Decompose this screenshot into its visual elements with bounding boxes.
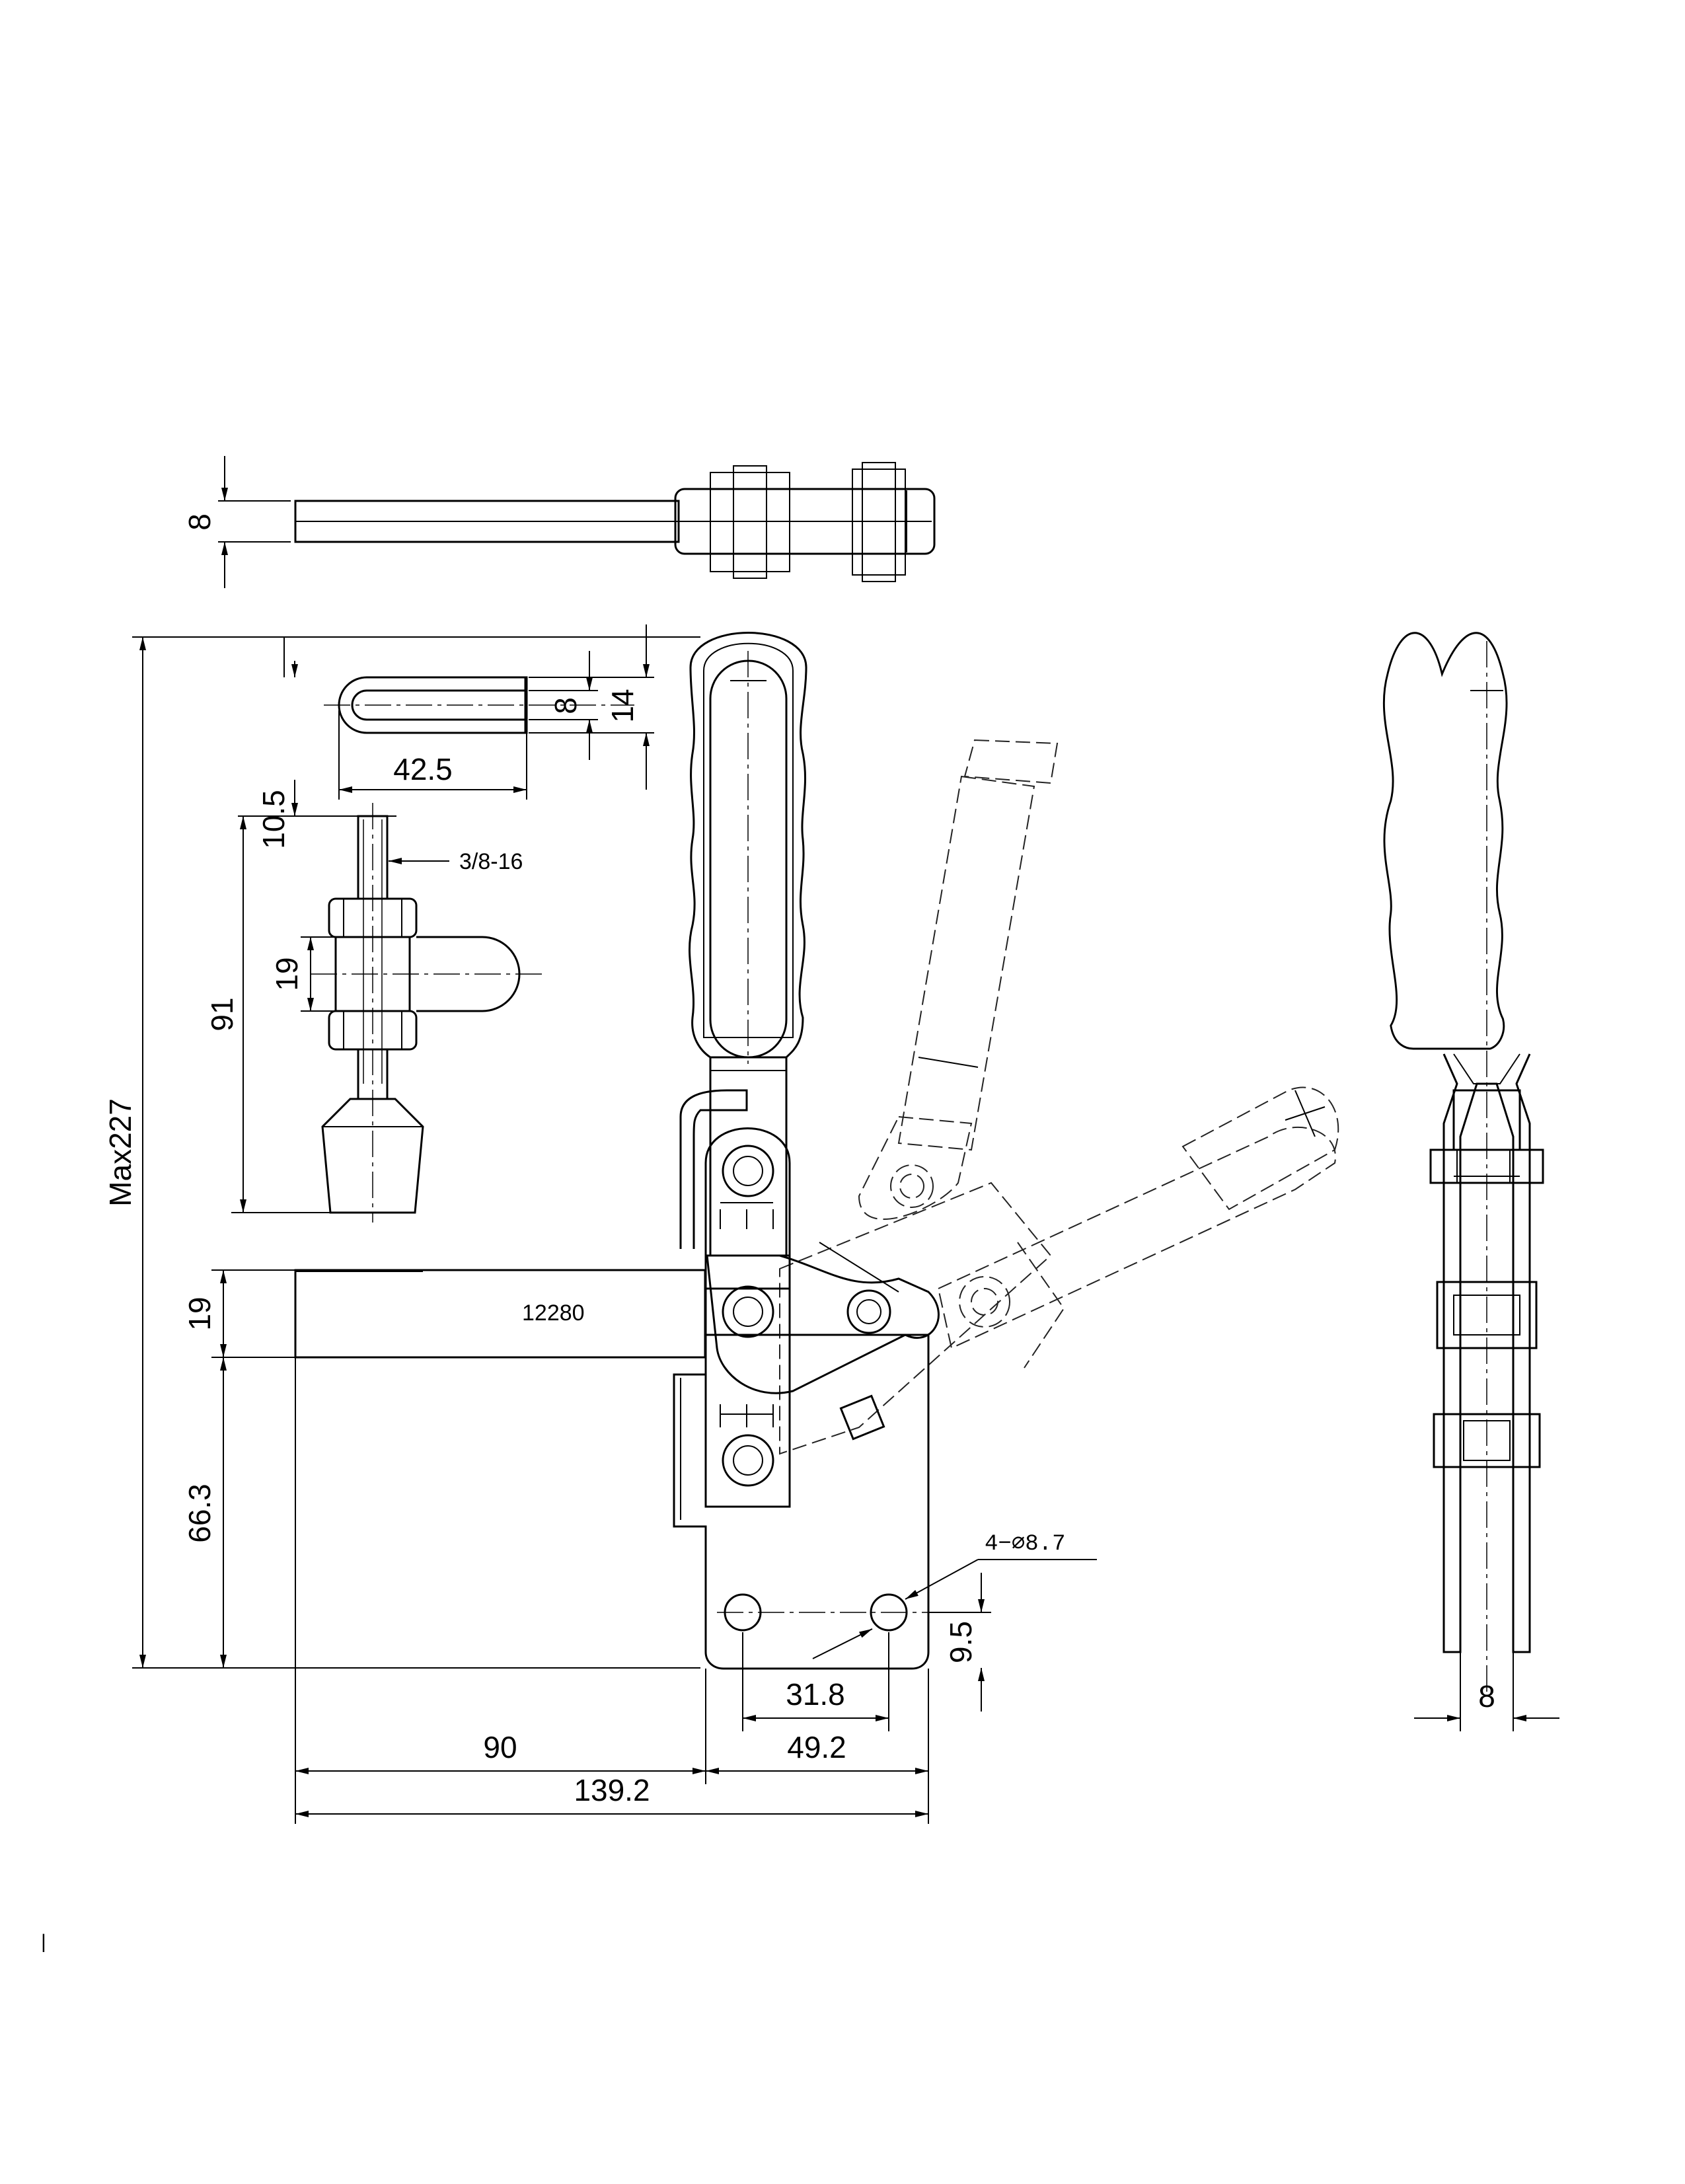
phantom-link	[779, 1182, 1052, 1455]
upper-pivot	[722, 1145, 774, 1197]
drive-line	[819, 1242, 899, 1293]
top-view-pivot	[710, 472, 790, 572]
phantom-pivot	[890, 1164, 934, 1208]
phantom-hook	[1017, 1242, 1065, 1369]
handle-grip	[689, 632, 807, 1059]
hole-leader-arrow-2	[812, 1628, 873, 1659]
handle-hook	[679, 1089, 748, 1249]
phantom-arm	[858, 1115, 973, 1220]
phantom-tick	[918, 1057, 979, 1068]
drive-pivot	[846, 1289, 891, 1334]
part-number: 12280	[522, 1300, 585, 1326]
hole-spec-label: 4−⌀8.7	[985, 1532, 1066, 1557]
upper-link	[704, 1127, 791, 1290]
side-pivot-2-inner	[1453, 1295, 1520, 1336]
mid-pivot	[722, 1285, 774, 1338]
dim-top-thickness: 8	[182, 513, 217, 531]
hole-leader-arrow	[905, 1559, 979, 1600]
dim-max-height: Max227	[103, 1098, 137, 1207]
top-view-rear-pin	[862, 462, 896, 582]
dim-bar-height: 19	[182, 1297, 217, 1330]
dim-slot-outer: 14	[605, 689, 640, 722]
mid-pivot-inner	[733, 1297, 763, 1327]
handle-grip-inner	[703, 642, 794, 1038]
phantom-arm-lowered	[937, 1127, 1336, 1349]
dim-nut-height: 19	[270, 957, 304, 991]
side-grip	[1382, 632, 1508, 1050]
dim-base-height: 66.3	[182, 1484, 217, 1543]
lower-pivot-inner	[733, 1445, 763, 1476]
slot-end	[524, 676, 528, 734]
max-height-dimension: Max227	[103, 636, 700, 1669]
dim-side-width: 8	[1478, 1679, 1495, 1713]
lower-pivot	[722, 1434, 774, 1487]
drive-link	[706, 1254, 940, 1394]
side-view: 8	[1382, 632, 1559, 1731]
dim-slot-width: 8	[548, 697, 583, 714]
side-pivot-2	[1436, 1281, 1538, 1349]
dim-total-length: 139.2	[574, 1773, 650, 1807]
dim-slot-length: 42.5	[393, 752, 453, 786]
phantom-cross	[1285, 1106, 1326, 1121]
dim-spindle-length: 91	[205, 997, 239, 1031]
top-view-hinge-block	[674, 488, 936, 555]
top-view: 8	[182, 456, 936, 588]
base-notch	[839, 1394, 885, 1441]
phantom-handle-tip	[963, 739, 1059, 784]
top-view-rear-pin-housing	[852, 469, 906, 576]
clamp-bar	[294, 1269, 706, 1359]
phantom-pivot-inner	[899, 1174, 924, 1199]
dim-base-width: 49.2	[787, 1730, 846, 1764]
side-spring	[1463, 1420, 1511, 1461]
phantom-pivot-2	[959, 1276, 1010, 1328]
drive-pivot-inner	[856, 1299, 881, 1324]
thread-spec-label: 3/8-16	[459, 849, 523, 874]
dim-hole-offset: 9.5	[944, 1621, 978, 1663]
side-pivot-3	[1433, 1413, 1541, 1468]
base-plate	[673, 1334, 930, 1670]
dim-spindle-offset: 10.5	[256, 790, 291, 849]
phantom-grip-lowered	[1181, 1086, 1339, 1211]
spindle-detail: 10.5 3/8-16 91 19	[205, 637, 542, 1223]
footer-mark: |	[41, 1931, 46, 1953]
dim-hole-spacing: 31.8	[786, 1677, 845, 1712]
phantom-pivot-2-inner	[971, 1288, 998, 1316]
dim-bar-length: 90	[483, 1730, 517, 1764]
side-upper-block	[1452, 1089, 1521, 1151]
front-view: 12280 19 66.3 31.8 90 49.2 139.2 9.5 4−⌀…	[182, 632, 1097, 1824]
phantom-handle	[897, 775, 1035, 1151]
upper-pivot-inner	[733, 1156, 763, 1186]
side-yoke-inner	[1453, 1053, 1520, 1084]
top-view-pin	[733, 465, 767, 579]
slot-inner	[351, 689, 525, 721]
open-position-phantom	[779, 739, 1339, 1455]
side-pivot-1-fill	[1456, 1149, 1511, 1184]
slot-detail: 8 14 42.5	[324, 624, 654, 800]
main-arm	[704, 1254, 791, 1508]
